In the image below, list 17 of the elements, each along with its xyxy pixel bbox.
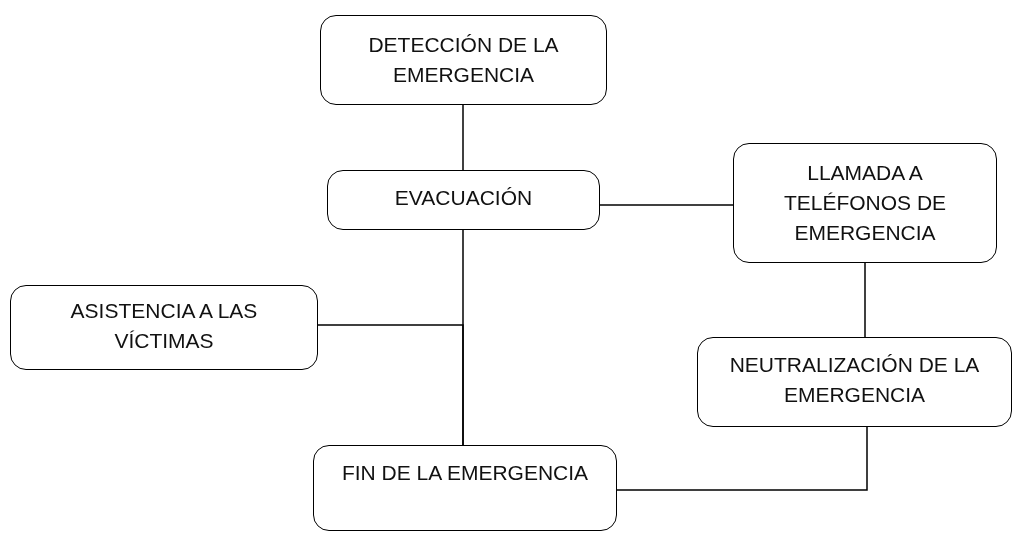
box-label: DETECCIÓN DE LA EMERGENCIA — [367, 32, 560, 88]
process-box — [313, 445, 617, 531]
connector-line — [864, 262, 866, 338]
connector-line — [317, 324, 464, 446]
process-box — [733, 143, 997, 263]
box-label: ASISTENCIA A LAS VÍCTIMAS — [69, 298, 259, 354]
box-label: NEUTRALIZACIÓN DE LA EMERGENCIA — [728, 352, 981, 408]
process-box — [697, 337, 1012, 427]
box-label: LLAMADA A TELÉFONOS DE EMERGENCIA — [782, 160, 948, 246]
process-box — [320, 15, 607, 105]
process-box — [327, 170, 600, 230]
process-box — [10, 285, 318, 370]
connector-line — [462, 104, 464, 171]
connector-line — [616, 426, 868, 491]
connector-line — [599, 204, 734, 206]
box-label: FIN DE LA EMERGENCIA — [340, 460, 590, 486]
box-label: EVACUACIÓN — [393, 185, 534, 211]
